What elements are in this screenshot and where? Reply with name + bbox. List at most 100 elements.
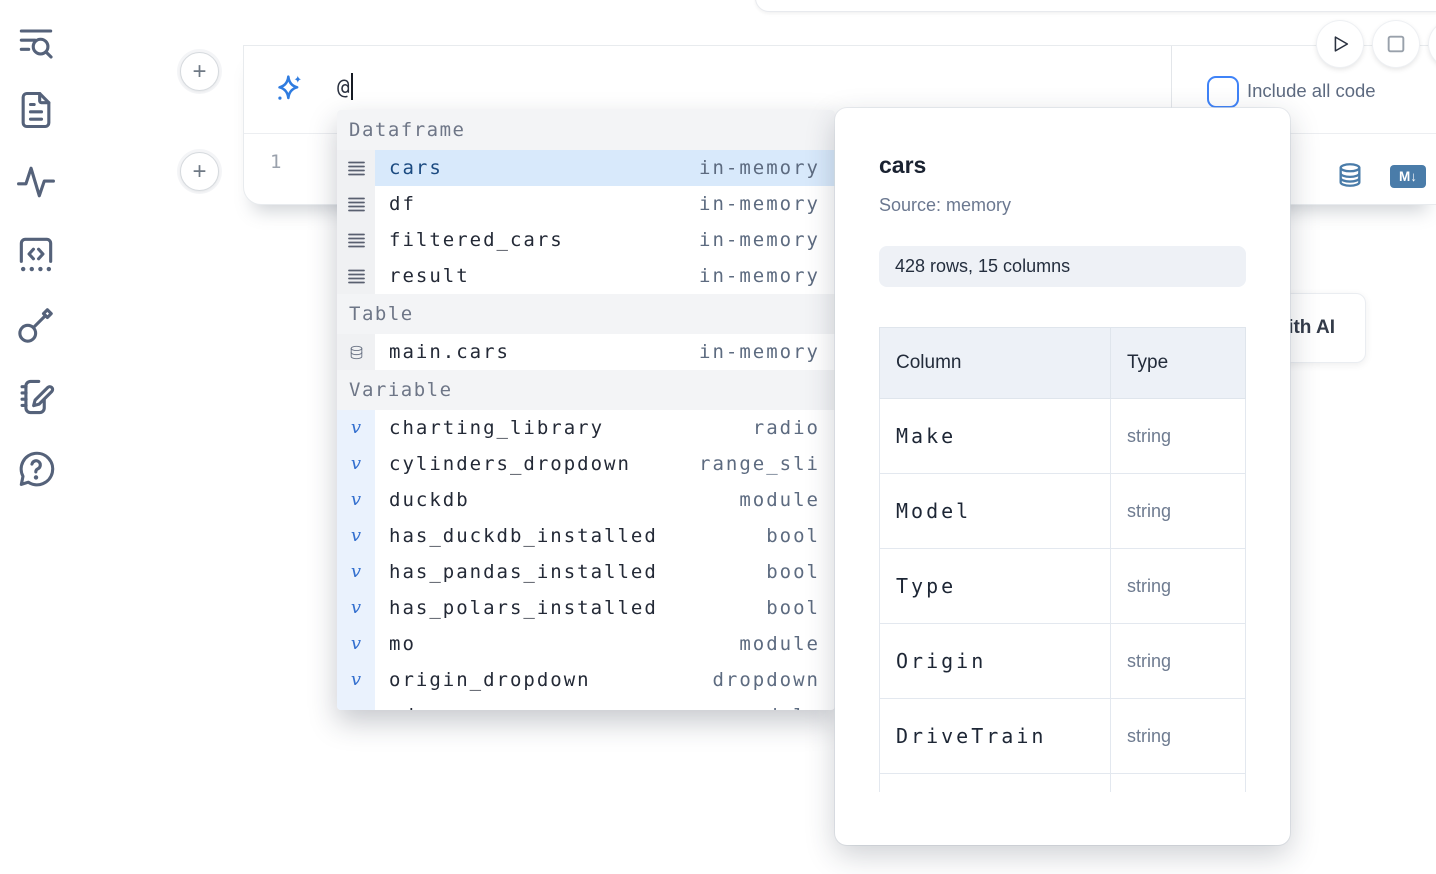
autocomplete-item-name: has_pandas_installed <box>389 561 658 583</box>
autocomplete-item-type: module <box>739 489 835 511</box>
stop-icon <box>1385 33 1407 55</box>
variable-icon: v <box>337 626 375 662</box>
schema-column-type: string <box>1111 399 1246 474</box>
popup-title: cars <box>879 152 1246 179</box>
autocomplete-item-name: cylinders_dropdown <box>389 453 631 475</box>
variable-icon: v <box>337 590 375 626</box>
ai-prompt-input[interactable]: @ <box>337 73 353 100</box>
autocomplete-item-df[interactable]: dfin-memory <box>337 186 835 222</box>
schema-column-type: string <box>1111 624 1246 699</box>
add-cell-below-button[interactable]: + <box>180 152 219 191</box>
schema-header-type: Type <box>1111 328 1246 399</box>
schema-column-type <box>1111 774 1246 793</box>
autocomplete-item-name: filtered_cars <box>389 229 564 251</box>
autocomplete-item-name: charting_library <box>389 417 604 439</box>
autocomplete-item-type: in-memory <box>699 341 835 363</box>
autocomplete-item-name: duckdb <box>389 489 470 511</box>
autocomplete-item-name: origin_dropdown <box>389 669 591 691</box>
schema-column-name: Model <box>880 474 1111 549</box>
schema-row: Makestring <box>880 399 1246 474</box>
play-icon <box>1329 33 1351 55</box>
include-all-code-checkbox[interactable] <box>1207 76 1239 108</box>
autocomplete-item-main-cars[interactable]: main.cars in-memory <box>337 334 835 370</box>
autocomplete-item-name: has_polars_installed <box>389 597 658 619</box>
autocomplete-item-type: dropdown <box>712 669 835 691</box>
autocomplete-item-name: main.cars <box>389 341 510 363</box>
autocomplete-item-type: bool <box>766 525 835 547</box>
schema-column-type: string <box>1111 549 1246 624</box>
scratchpad-icon[interactable] <box>14 375 58 419</box>
toc-search-icon[interactable] <box>14 20 58 64</box>
schema-column-type: string <box>1111 699 1246 774</box>
popup-source: Source: memory <box>879 195 1246 216</box>
autocomplete-item-origin-dropdown[interactable]: v origin_dropdown dropdown <box>337 662 835 698</box>
schema-column-name: Type <box>880 549 1111 624</box>
variable-icon: v <box>337 662 375 698</box>
variable-icon: v <box>337 410 375 446</box>
schema-row: Originstring <box>880 624 1246 699</box>
snippets-icon[interactable] <box>14 232 58 276</box>
dataframe-icon <box>337 258 375 294</box>
autocomplete-item-has-polars-installed[interactable]: v has_polars_installed bool <box>337 590 835 626</box>
autocomplete-dropdown: Dataframecarsin-memorydfin-memoryfiltere… <box>337 110 835 710</box>
dataframe-icon <box>337 186 375 222</box>
schema-column-type: string <box>1111 474 1246 549</box>
autocomplete-section-header: Dataframe <box>337 110 835 150</box>
dataframe-popup: cars Source: memory 428 rows, 15 columns… <box>835 108 1290 845</box>
autocomplete-item-type: module <box>739 705 835 710</box>
autocomplete-item-cars[interactable]: carsin-memory <box>337 150 835 186</box>
autocomplete-item-pd[interactable]: v pd module <box>337 698 835 710</box>
database-icon[interactable] <box>1336 160 1364 190</box>
schema-row <box>880 774 1246 793</box>
previous-cell-edge <box>755 0 1436 12</box>
schema-column-name: Origin <box>880 624 1111 699</box>
autocomplete-item-has-pandas-installed[interactable]: v has_pandas_installed bool <box>337 554 835 590</box>
autocomplete-item-type: module <box>739 633 835 655</box>
autocomplete-item-duckdb[interactable]: vduckdb module <box>337 482 835 518</box>
help-icon[interactable] <box>14 447 58 491</box>
autocomplete-item-name: pd <box>389 705 416 710</box>
variable-icon: v <box>337 518 375 554</box>
autocomplete-item-cylinders-dropdown[interactable]: vcylinders_dropdownrange_sli <box>337 446 835 482</box>
autocomplete-item-name: cars <box>389 157 443 179</box>
autocomplete-item-filtered-cars[interactable]: filtered_cars in-memory <box>337 222 835 258</box>
autocomplete-item-name: result <box>389 265 470 287</box>
variable-icon: v <box>337 554 375 590</box>
autocomplete-item-type: in-memory <box>699 265 835 287</box>
autocomplete-section-header: Table <box>337 294 835 334</box>
schema-row: Modelstring <box>880 474 1246 549</box>
autocomplete-item-type: bool <box>766 597 835 619</box>
sparkles-icon <box>273 72 305 104</box>
table-icon <box>337 334 375 370</box>
autocomplete-item-result[interactable]: result in-memory <box>337 258 835 294</box>
schema-row: Typestring <box>880 549 1246 624</box>
autocomplete-item-type: range_sli <box>699 453 835 475</box>
shape-badge: 428 rows, 15 columns <box>879 246 1246 287</box>
schema-row: DriveTrainstring <box>880 699 1246 774</box>
dataframe-icon <box>337 150 375 186</box>
schema-table: Column Type MakestringModelstringTypestr… <box>879 327 1246 792</box>
autocomplete-item-charting-library[interactable]: v charting_library radio <box>337 410 835 446</box>
autocomplete-item-name: has_duckdb_installed <box>389 525 658 547</box>
schema-column-name: Make <box>880 399 1111 474</box>
run-button[interactable] <box>1317 21 1363 67</box>
file-icon[interactable] <box>14 88 58 132</box>
autocomplete-item-has-duckdb-installed[interactable]: v has_duckdb_installed bool <box>337 518 835 554</box>
add-cell-above-button[interactable]: + <box>180 52 219 91</box>
key-icon[interactable] <box>14 303 58 347</box>
schema-header-column: Column <box>880 328 1111 399</box>
autocomplete-item-type: in-memory <box>699 193 835 215</box>
markdown-icon[interactable]: M↓ <box>1390 165 1426 188</box>
dataframe-icon <box>337 222 375 258</box>
autocomplete-item-name: mo <box>389 633 416 655</box>
autocomplete-item-type: in-memory <box>699 229 835 251</box>
variable-icon: v <box>337 482 375 518</box>
activity-icon[interactable] <box>14 160 58 204</box>
schema-column-name <box>880 774 1111 793</box>
autocomplete-item-mo[interactable]: vmo module <box>337 626 835 662</box>
stop-button[interactable] <box>1373 21 1419 67</box>
variable-icon: v <box>337 698 375 710</box>
autocomplete-item-type: radio <box>753 417 835 439</box>
include-all-code-label: Include all code <box>1247 80 1376 102</box>
autocomplete-item-type: bool <box>766 561 835 583</box>
